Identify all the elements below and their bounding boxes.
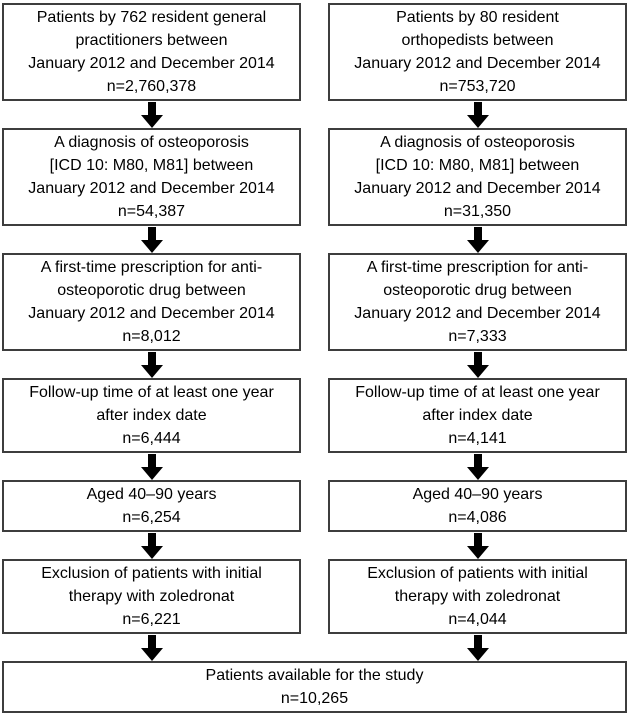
down-arrow-icon xyxy=(466,101,489,128)
down-arrow-icon xyxy=(466,453,489,480)
flow-box-right-exclusion: Exclusion of patients with initial thera… xyxy=(328,559,627,634)
flow-box-left-source: Patients by 762 resident general practit… xyxy=(2,3,301,101)
down-arrow-icon xyxy=(466,634,489,661)
arrow-cell xyxy=(328,101,627,128)
down-arrow-icon xyxy=(140,101,163,128)
arrow-cell xyxy=(2,351,301,378)
down-arrow-icon xyxy=(140,532,163,559)
flow-box-right-source: Patients by 80 resident orthopedists bet… xyxy=(328,3,627,101)
down-arrow-icon xyxy=(466,532,489,559)
flow-box-final-study-population: Patients available for the study n=10,26… xyxy=(2,661,627,713)
arrow-cell xyxy=(2,532,301,559)
arrow-cell xyxy=(328,351,627,378)
flow-box-right-diagnosis: A diagnosis of osteoporosis [ICD 10: M80… xyxy=(328,128,627,226)
arrow-cell xyxy=(2,101,301,128)
arrow-cell xyxy=(328,453,627,480)
flow-box-left-age: Aged 40–90 years n=6,254 xyxy=(2,480,301,532)
arrow-cell xyxy=(328,532,627,559)
flow-box-right-age: Aged 40–90 years n=4,086 xyxy=(328,480,627,532)
down-arrow-icon xyxy=(466,226,489,253)
arrow-cell xyxy=(2,226,301,253)
down-arrow-icon xyxy=(466,351,489,378)
flow-box-left-prescription: A first-time prescription for anti- oste… xyxy=(2,253,301,351)
arrow-cell xyxy=(2,453,301,480)
down-arrow-icon xyxy=(140,453,163,480)
down-arrow-icon xyxy=(140,351,163,378)
arrow-cell xyxy=(328,634,627,661)
down-arrow-icon xyxy=(140,226,163,253)
down-arrow-icon xyxy=(140,634,163,661)
arrow-cell xyxy=(328,226,627,253)
arrow-cell xyxy=(2,634,301,661)
flow-box-left-exclusion: Exclusion of patients with initial thera… xyxy=(2,559,301,634)
flow-box-left-followup: Follow-up time of at least one year afte… xyxy=(2,378,301,453)
flow-box-left-diagnosis: A diagnosis of osteoporosis [ICD 10: M80… xyxy=(2,128,301,226)
flow-box-right-followup: Follow-up time of at least one year afte… xyxy=(328,378,627,453)
flow-box-right-prescription: A first-time prescription for anti- oste… xyxy=(328,253,627,351)
